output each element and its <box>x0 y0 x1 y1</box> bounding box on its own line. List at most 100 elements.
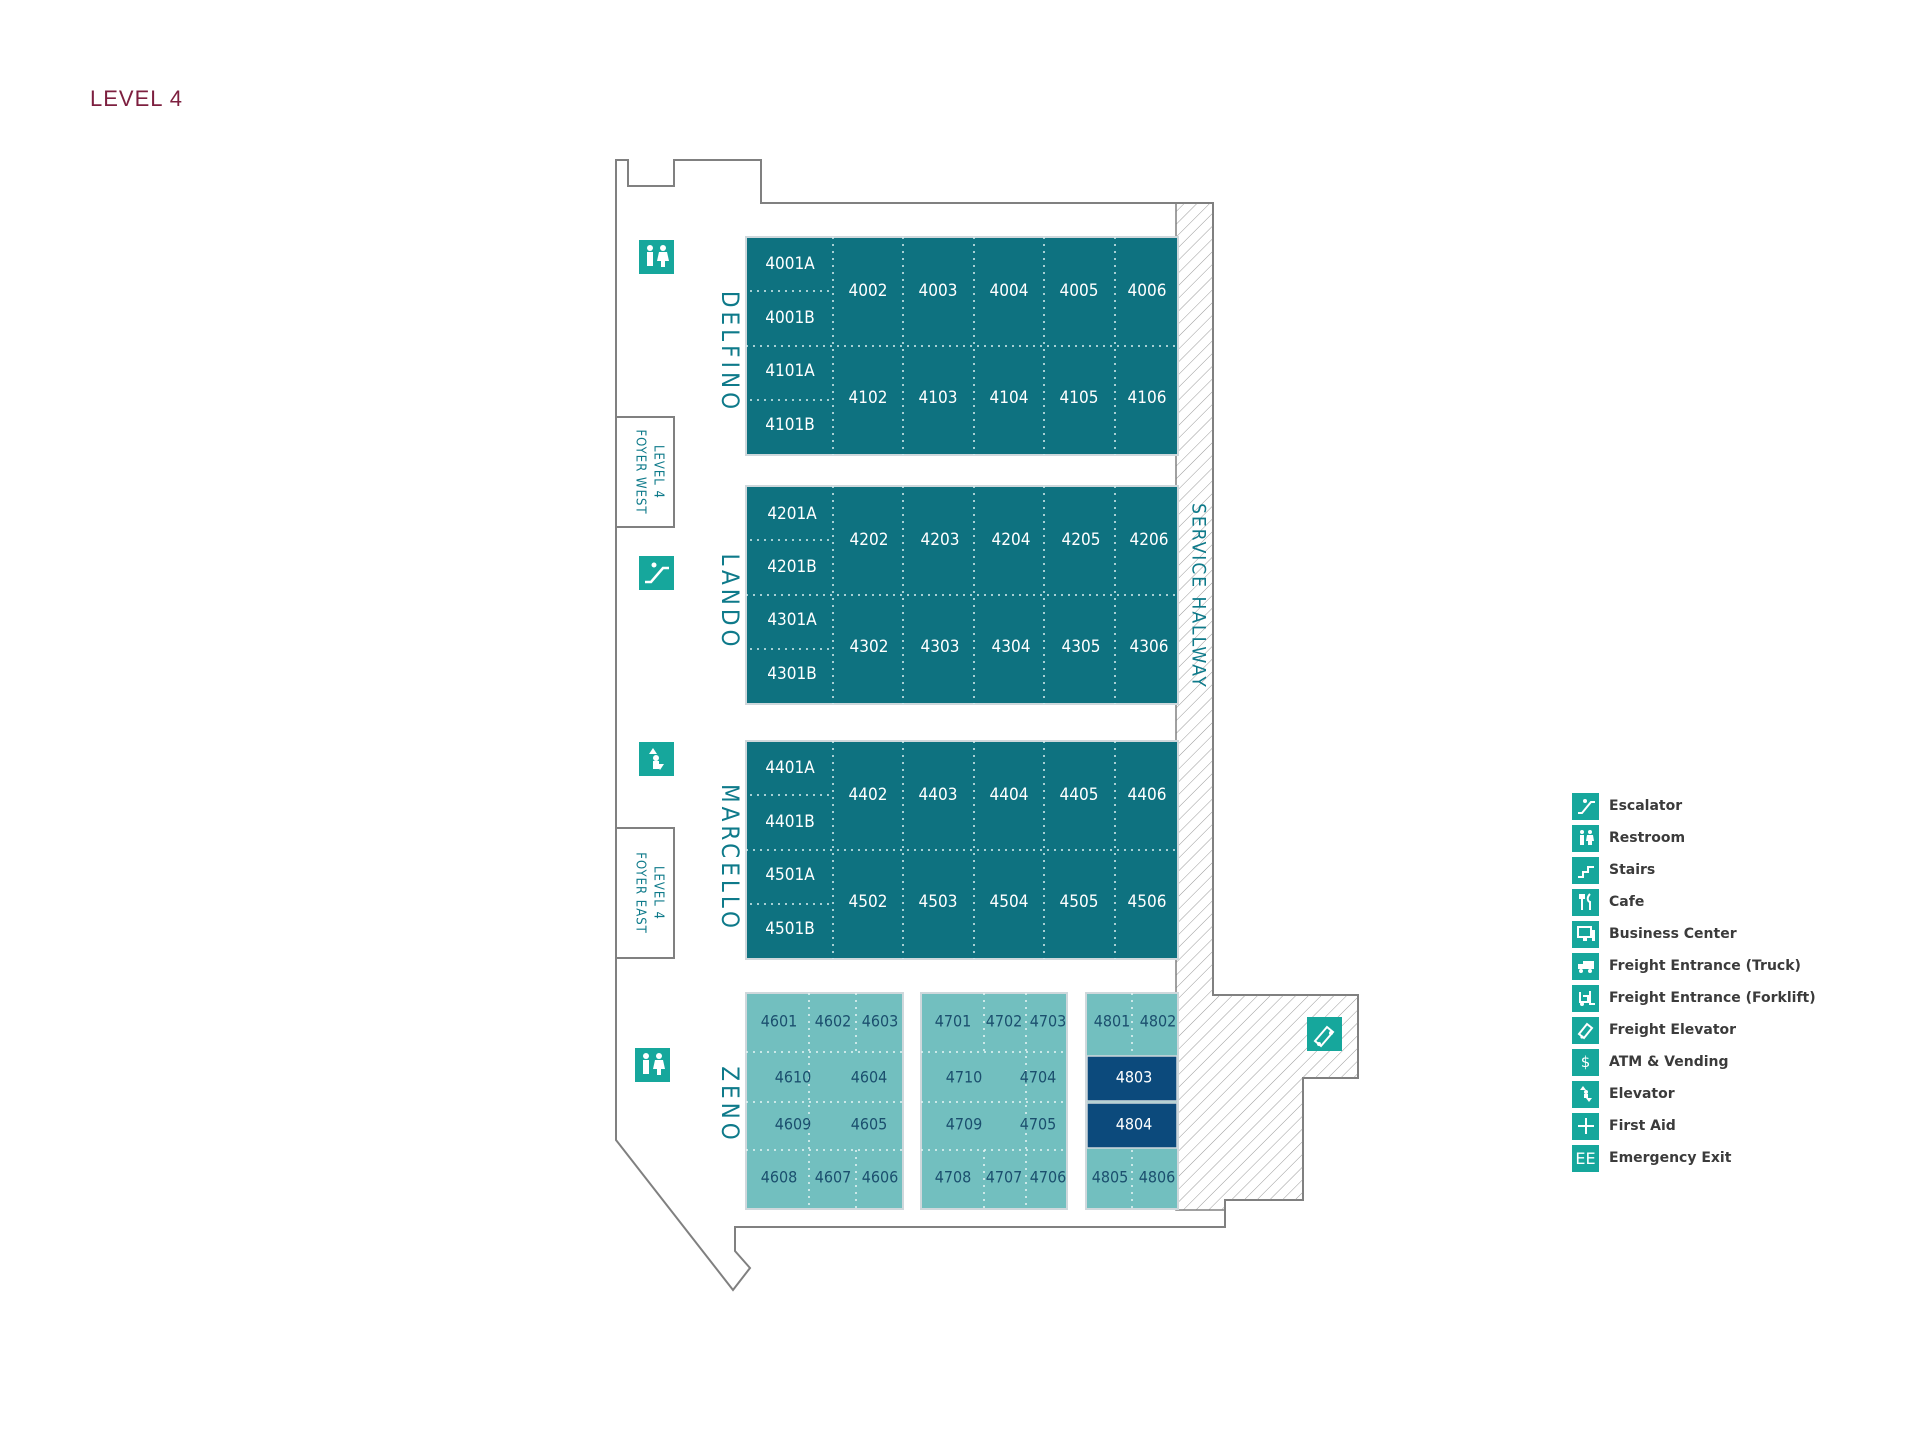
room-4101b[interactable]: 4101B <box>765 415 814 435</box>
room-4504[interactable]: 4504 <box>990 892 1029 912</box>
room-4004[interactable]: 4004 <box>990 281 1029 301</box>
room-4206[interactable]: 4206 <box>1130 530 1169 550</box>
room-4106[interactable]: 4106 <box>1128 388 1167 408</box>
room-4603[interactable]: 4603 <box>862 1012 899 1031</box>
legend-label: Freight Entrance (Truck) <box>1609 958 1801 974</box>
room-4001b[interactable]: 4001B <box>765 308 814 328</box>
room-4203[interactable]: 4203 <box>921 530 960 550</box>
legend-label: Freight Entrance (Forklift) <box>1609 990 1816 1006</box>
delfino-label: DELFINO <box>716 291 744 413</box>
room-4105[interactable]: 4105 <box>1060 388 1099 408</box>
elevator-icon <box>1572 1080 1599 1108</box>
room-4701[interactable]: 4701 <box>935 1012 972 1031</box>
room-4503[interactable]: 4503 <box>919 892 958 912</box>
room-4705[interactable]: 4705 <box>1020 1115 1057 1134</box>
room-4002[interactable]: 4002 <box>849 281 888 301</box>
room-4702[interactable]: 4702 <box>986 1012 1023 1031</box>
room-4406[interactable]: 4406 <box>1128 785 1167 805</box>
room-4606[interactable]: 4606 <box>862 1168 899 1187</box>
room-4801[interactable]: 4801 <box>1094 1012 1131 1031</box>
room-4204[interactable]: 4204 <box>992 530 1031 550</box>
room-4404[interactable]: 4404 <box>990 785 1029 805</box>
room-4601[interactable]: 4601 <box>761 1012 798 1031</box>
legend-item-first-aid: First Aid <box>1572 1110 1816 1142</box>
room-4301a[interactable]: 4301A <box>767 610 817 630</box>
room-4805[interactable]: 4805 <box>1092 1168 1129 1187</box>
room-block-4800: 4801 4802 4803 4804 4805 4806 <box>1085 992 1179 1210</box>
room-4501a[interactable]: 4501A <box>765 865 815 885</box>
room-4505[interactable]: 4505 <box>1060 892 1099 912</box>
legend: Escalator Restroom Stairs Cafe Business … <box>1572 790 1816 1174</box>
room-4708[interactable]: 4708 <box>935 1168 972 1187</box>
lando-label: LANDO <box>716 553 744 650</box>
legend-item-escalator: Escalator <box>1572 790 1816 822</box>
room-4502[interactable]: 4502 <box>849 892 888 912</box>
room-4202[interactable]: 4202 <box>850 530 889 550</box>
room-4704[interactable]: 4704 <box>1020 1068 1057 1087</box>
legend-label: First Aid <box>1609 1118 1676 1134</box>
legend-label: Emergency Exit <box>1609 1150 1732 1166</box>
room-4303[interactable]: 4303 <box>921 637 960 657</box>
room-4201a[interactable]: 4201A <box>767 504 817 524</box>
foyer-east-line1: LEVEL 4 <box>651 866 666 920</box>
room-block-4700: 4701 4702 4703 4710 4704 4709 4705 4708 … <box>920 992 1068 1210</box>
room-4301b[interactable]: 4301B <box>767 664 816 684</box>
room-4609[interactable]: 4609 <box>775 1115 812 1134</box>
room-4205[interactable]: 4205 <box>1062 530 1101 550</box>
legend-item-stairs: Stairs <box>1572 854 1816 886</box>
room-4304[interactable]: 4304 <box>992 637 1031 657</box>
room-4706[interactable]: 4706 <box>1030 1168 1067 1187</box>
service-hallway <box>1175 202 1359 1211</box>
legend-item-business-center: Business Center <box>1572 918 1816 950</box>
room-4201b[interactable]: 4201B <box>767 557 816 577</box>
room-4709[interactable]: 4709 <box>946 1115 983 1134</box>
legend-label: ATM & Vending <box>1609 1054 1729 1070</box>
room-4710[interactable]: 4710 <box>946 1068 983 1087</box>
room-4501b[interactable]: 4501B <box>765 919 814 939</box>
room-4006[interactable]: 4006 <box>1128 281 1167 301</box>
legend-item-freight-forklift: Freight Entrance (Forklift) <box>1572 982 1816 1014</box>
foyer-east-box <box>615 827 675 959</box>
room-4103[interactable]: 4103 <box>919 388 958 408</box>
room-4707[interactable]: 4707 <box>986 1168 1023 1187</box>
room-4604[interactable]: 4604 <box>851 1068 888 1087</box>
restroom-icon[interactable] <box>639 240 674 274</box>
room-4402[interactable]: 4402 <box>849 785 888 805</box>
room-4802[interactable]: 4802 <box>1140 1012 1177 1031</box>
legend-item-cafe: Cafe <box>1572 886 1816 918</box>
room-4003[interactable]: 4003 <box>919 281 958 301</box>
room-4101a[interactable]: 4101A <box>765 361 815 381</box>
room-4306[interactable]: 4306 <box>1130 637 1169 657</box>
room-4102[interactable]: 4102 <box>849 388 888 408</box>
room-4302[interactable]: 4302 <box>850 637 889 657</box>
room-4104[interactable]: 4104 <box>990 388 1029 408</box>
room-4401a[interactable]: 4401A <box>765 758 815 778</box>
room-4605[interactable]: 4605 <box>851 1115 888 1134</box>
room-4607[interactable]: 4607 <box>815 1168 852 1187</box>
freight-elevator-icon[interactable] <box>1307 1017 1342 1051</box>
room-4001a[interactable]: 4001A <box>765 254 815 274</box>
computer-icon <box>1572 920 1599 948</box>
room-4506[interactable]: 4506 <box>1128 892 1167 912</box>
elevator-icon[interactable] <box>639 742 674 776</box>
room-4703[interactable]: 4703 <box>1030 1012 1067 1031</box>
room-4608[interactable]: 4608 <box>761 1168 798 1187</box>
room-4305[interactable]: 4305 <box>1062 637 1101 657</box>
escalator-icon[interactable] <box>639 556 674 590</box>
emergency-exit-icon: EE <box>1572 1144 1599 1172</box>
room-4602[interactable]: 4602 <box>815 1012 852 1031</box>
legend-label: Freight Elevator <box>1609 1022 1737 1038</box>
first-aid-icon <box>1572 1112 1599 1140</box>
room-4405[interactable]: 4405 <box>1060 785 1099 805</box>
legend-item-emergency-exit: EE Emergency Exit <box>1572 1142 1816 1174</box>
room-4005[interactable]: 4005 <box>1060 281 1099 301</box>
room-4401b[interactable]: 4401B <box>765 812 814 832</box>
restroom-icon[interactable] <box>635 1048 670 1082</box>
room-4803[interactable]: 4803 <box>1116 1068 1153 1087</box>
room-4806[interactable]: 4806 <box>1139 1168 1176 1187</box>
stairs-icon <box>1572 856 1599 884</box>
room-4403[interactable]: 4403 <box>919 785 958 805</box>
marcello-label: MARCELLO <box>716 784 744 932</box>
room-4610[interactable]: 4610 <box>775 1068 812 1087</box>
room-4804[interactable]: 4804 <box>1116 1115 1153 1134</box>
